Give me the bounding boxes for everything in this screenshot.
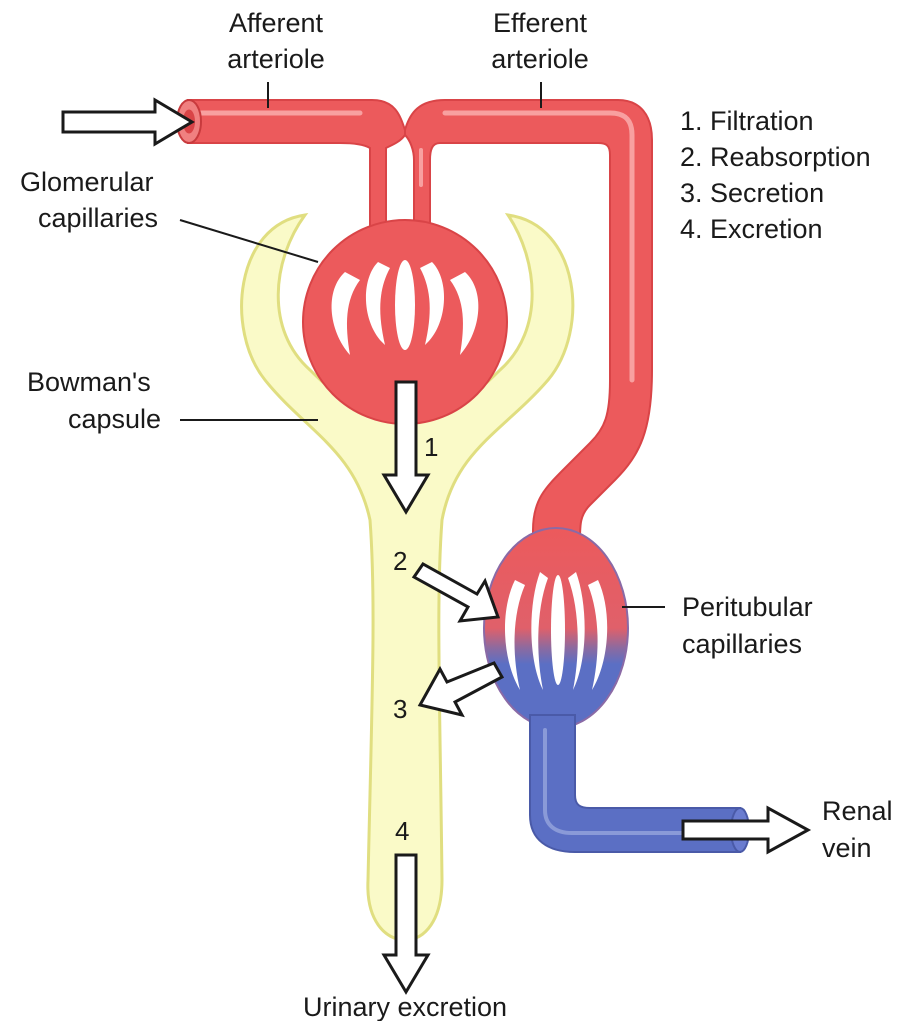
step-number-reabsorption: 2 xyxy=(393,546,407,576)
peritubular-label-line1: Peritubular xyxy=(682,592,813,622)
glomerular-label-line2: capillaries xyxy=(38,203,158,233)
renal-vein-label-line2: vein xyxy=(822,833,872,863)
afferent-arteriole-shape xyxy=(188,100,405,230)
afferent-label-line1: Afferent xyxy=(229,8,324,38)
process-legend: 1. Filtration 2. Reabsorption 3. Secreti… xyxy=(680,106,871,244)
bowman-label-line1: Bowman's xyxy=(27,367,151,397)
legend-item: 2. Reabsorption xyxy=(680,142,871,172)
step-number-secretion: 3 xyxy=(393,694,407,724)
inflow-arrow xyxy=(63,100,192,144)
step-number-filtration: 1 xyxy=(424,432,438,462)
efferent-label-line1: Efferent xyxy=(493,8,588,38)
legend-item: 4. Excretion xyxy=(680,214,823,244)
peritubular-capillaries-shape xyxy=(484,528,628,728)
glomerular-label-line1: Glomerular xyxy=(20,167,154,197)
peritubular-label-line2: capillaries xyxy=(682,629,802,659)
legend-item: 3. Secretion xyxy=(680,178,824,208)
efferent-label-line2: arteriole xyxy=(491,44,589,74)
step-number-excretion: 4 xyxy=(395,816,409,846)
afferent-label-line2: arteriole xyxy=(227,44,325,74)
urinary-excretion-label: Urinary excretion xyxy=(303,992,507,1021)
legend-item: 1. Filtration xyxy=(680,106,814,136)
bowman-label-line2: capsule xyxy=(68,404,161,434)
renal-vein-label-line1: Renal xyxy=(822,796,893,826)
